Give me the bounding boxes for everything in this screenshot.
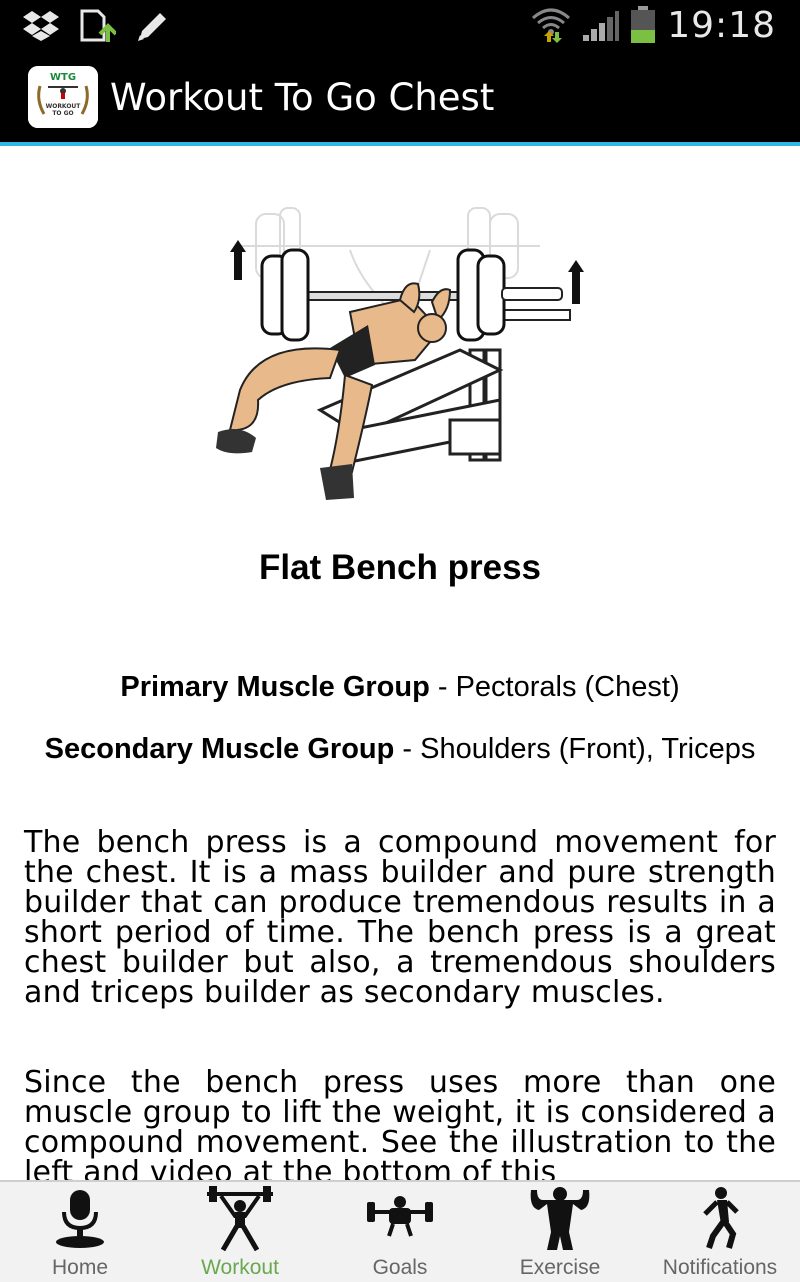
app-logo[interactable]: WTG WORKOUT TO GO xyxy=(28,66,98,128)
description-paragraph-2: Since the bench press uses more than one… xyxy=(24,1065,776,1181)
status-bar: 19:18 xyxy=(0,0,800,50)
wtg-logo-icon: WTG WORKOUT TO GO xyxy=(28,66,98,128)
weightlifter-icon xyxy=(207,1186,273,1252)
secondary-muscle-value: - Shoulders (Front), Triceps xyxy=(394,733,756,765)
secondary-muscle-group: Secondary Muscle Group - Shoulders (Fron… xyxy=(24,734,776,764)
primary-muscle-group: Primary Muscle Group - Pectorals (Chest) xyxy=(24,672,776,702)
nav-item-home[interactable]: Home xyxy=(0,1182,160,1282)
nav-label-home: Home xyxy=(51,1256,109,1279)
action-bar: WTG WORKOUT TO GO Workout To Go Chest xyxy=(0,50,800,146)
nav-item-workout[interactable]: Workout xyxy=(160,1182,320,1282)
wifi-icon xyxy=(532,8,571,43)
nav-item-exercise[interactable]: Exercise xyxy=(480,1182,640,1282)
nav-item-notifications[interactable]: Notifications xyxy=(640,1182,800,1282)
app-title: Workout To Go Chest xyxy=(110,76,495,119)
svg-text:TO GO: TO GO xyxy=(52,110,73,117)
nav-label-exercise: Exercise xyxy=(519,1256,601,1279)
file-upload-icon xyxy=(80,9,116,42)
secondary-muscle-label: Secondary Muscle Group xyxy=(44,733,395,765)
battery-icon xyxy=(631,6,656,43)
primary-muscle-label: Primary Muscle Group xyxy=(120,671,430,703)
nav-item-goals[interactable]: Goals xyxy=(320,1182,480,1282)
bench-press-illustration xyxy=(216,207,584,500)
microphone-icon xyxy=(56,1190,104,1248)
signal-icon xyxy=(583,11,620,41)
dropbox-icon xyxy=(23,11,59,41)
exercise-content[interactable]: Flat Bench press Primary Muscle Group - … xyxy=(0,146,800,1180)
clock: 19:18 xyxy=(667,4,776,46)
edit-icon xyxy=(138,13,166,41)
muscle-man-icon xyxy=(530,1187,590,1250)
svg-text:WORKOUT: WORKOUT xyxy=(46,103,82,110)
bench-press-icon xyxy=(367,1196,433,1237)
exercise-title: Flat Bench press xyxy=(258,548,542,587)
svg-text:WTG: WTG xyxy=(50,72,76,83)
description-paragraph-1: The bench press is a compound movement f… xyxy=(24,825,776,1010)
primary-muscle-value: - Pectorals (Chest) xyxy=(429,671,680,703)
action-bar-divider xyxy=(0,142,800,146)
runner-icon xyxy=(703,1187,739,1249)
bottom-navigation: Home Workout Goals Ex xyxy=(0,1180,800,1282)
nav-label-goals: Goals xyxy=(372,1256,428,1279)
nav-label-workout: Workout xyxy=(201,1256,279,1279)
nav-label-notifications: Notifications xyxy=(662,1256,778,1279)
